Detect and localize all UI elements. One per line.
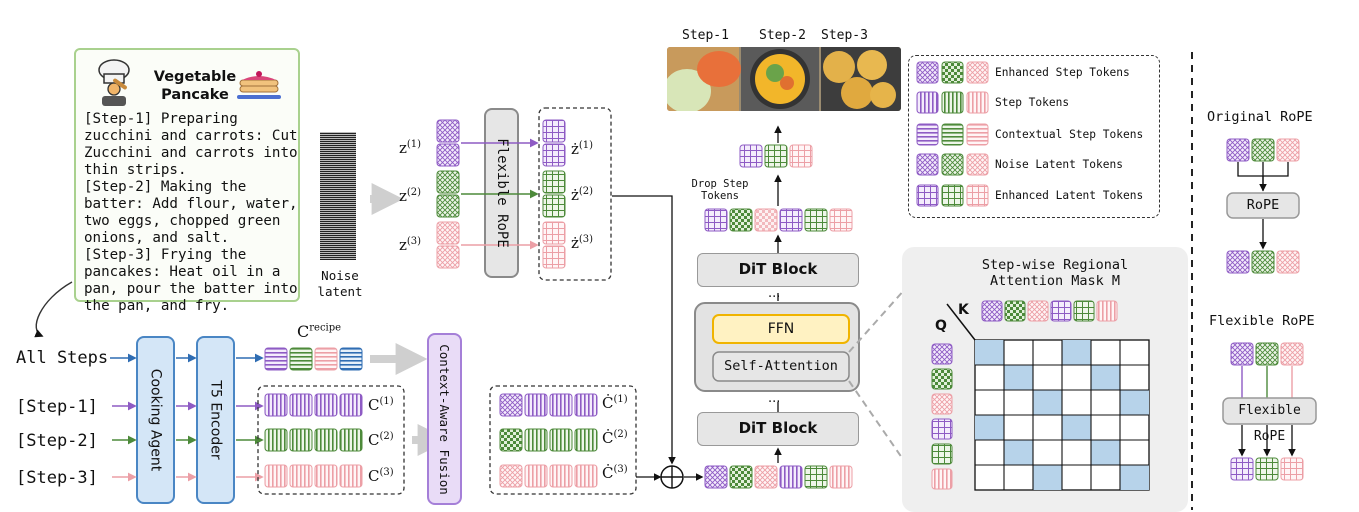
top-token-row xyxy=(704,208,853,232)
z3-label: z(3) xyxy=(399,236,422,254)
t5-encoder-box xyxy=(196,336,235,504)
z-tokens xyxy=(436,119,460,269)
combined-token-row xyxy=(704,465,853,489)
output-step3-label: Step-3 xyxy=(821,28,868,43)
c3-label: C(3) xyxy=(368,467,394,485)
recipe-title-line1: Vegetable xyxy=(153,69,237,85)
input-step1: [Step-1] xyxy=(16,397,98,417)
noise-latent-image xyxy=(320,132,356,260)
legend-contextual-step: Contextual Step Tokens xyxy=(995,128,1144,141)
drop-step-label: Drop Step Tokens xyxy=(691,178,749,202)
cooking-agent-label: Cooking Agent xyxy=(147,368,164,472)
ellipsis-bottom: ... xyxy=(768,391,781,406)
zdot-tokens xyxy=(542,119,566,269)
k-label: K xyxy=(958,302,969,318)
cdot-tokens xyxy=(499,393,598,488)
context-fusion-box xyxy=(427,333,462,505)
self-attention-box xyxy=(712,351,850,382)
dit-block-top: DiT Block xyxy=(697,253,859,287)
flexible-rope-label: Flexible RoPE xyxy=(493,138,510,248)
flexible-rope: Flexible RoPE xyxy=(485,109,518,277)
original-rope-box xyxy=(1226,192,1300,219)
noise-latent-label: Noise latent xyxy=(317,268,363,299)
ellipsis-top: ... xyxy=(768,286,781,301)
c2-label: C(2) xyxy=(368,431,394,449)
pancake-icon xyxy=(237,71,281,99)
input-all-steps: All Steps xyxy=(16,348,109,368)
chef-icon xyxy=(98,59,130,106)
legend-box xyxy=(908,55,1160,218)
recipe-to-input-arrow xyxy=(34,281,73,338)
q-label: Q xyxy=(935,318,947,334)
c-step-tokens xyxy=(264,393,363,488)
legend-enhanced-latent: Enhanced Latent Tokens xyxy=(995,189,1144,202)
flex-rope-box xyxy=(1222,397,1317,425)
original-rope-output xyxy=(1226,250,1300,274)
original-rope-title: Original RoPE xyxy=(1207,109,1313,125)
original-rope-tokens xyxy=(1226,138,1300,162)
cdot1-label: Ċ(1) xyxy=(602,394,628,412)
output-step2-label: Step-2 xyxy=(759,28,806,43)
recipe-text: [Step-1] Preparing zucchini and carrots:… xyxy=(84,111,298,314)
output-step1-label: Step-1 xyxy=(682,28,729,43)
flex-rope-tokens xyxy=(1230,342,1304,366)
legend-noise-latent: Noise Latent Tokens xyxy=(995,158,1123,171)
legend-enhanced-step: Enhanced Step Tokens xyxy=(995,66,1130,79)
c-recipe-label: Crecipe xyxy=(297,322,342,341)
c-recipe-tokens xyxy=(264,347,363,371)
self-attention-label: Self-Attention xyxy=(724,358,838,374)
cooking-agent: Cooking Agent xyxy=(137,337,174,503)
t5-encoder-label: T5 Encoder xyxy=(207,380,224,460)
cdot2-label: Ċ(2) xyxy=(602,429,628,447)
context-fusion-label: Context-Aware Fusion xyxy=(437,343,453,495)
flexible-rope-title: Flexible RoPE xyxy=(1209,313,1315,329)
recipe-title-line2: Pancake xyxy=(161,87,229,103)
original-rope-label: RoPE xyxy=(1246,197,1280,213)
input-step2: [Step-2] xyxy=(16,431,98,451)
ffn-label: FFN xyxy=(767,321,795,337)
attention-mask-grid xyxy=(931,300,1150,491)
cdot3-label: Ċ(3) xyxy=(602,464,628,482)
zdot3-label: ż(3) xyxy=(571,234,594,252)
context-fusion: Context-Aware Fusion xyxy=(428,334,461,504)
dit-block-bottom: DiT Block xyxy=(697,412,859,446)
legend-step: Step Tokens xyxy=(995,96,1070,109)
z2-label: z(2) xyxy=(399,187,422,205)
zdot2-label: ż(2) xyxy=(571,186,594,204)
flex-rope-label: Flexible RoPE xyxy=(1238,403,1301,444)
input-step3: [Step-3] xyxy=(16,468,98,488)
c1-label: C(1) xyxy=(368,396,394,414)
recipe-title: Vegetable Pancake xyxy=(140,68,250,104)
legend-tokens xyxy=(916,61,989,207)
zdot1-label: ż(1) xyxy=(571,140,594,158)
z1-label: z(1) xyxy=(399,139,422,157)
t5-encoder: T5 Encoder xyxy=(197,337,234,503)
flex-rope-output xyxy=(1230,457,1304,481)
flexible-rope-box xyxy=(484,108,519,278)
output-images xyxy=(667,47,901,111)
ffn-box xyxy=(712,314,850,344)
cooking-agent-box xyxy=(136,336,175,504)
output-latent-tokens xyxy=(739,144,813,168)
attention-title: Step-wise Regional Attention Mask M xyxy=(981,257,1129,289)
